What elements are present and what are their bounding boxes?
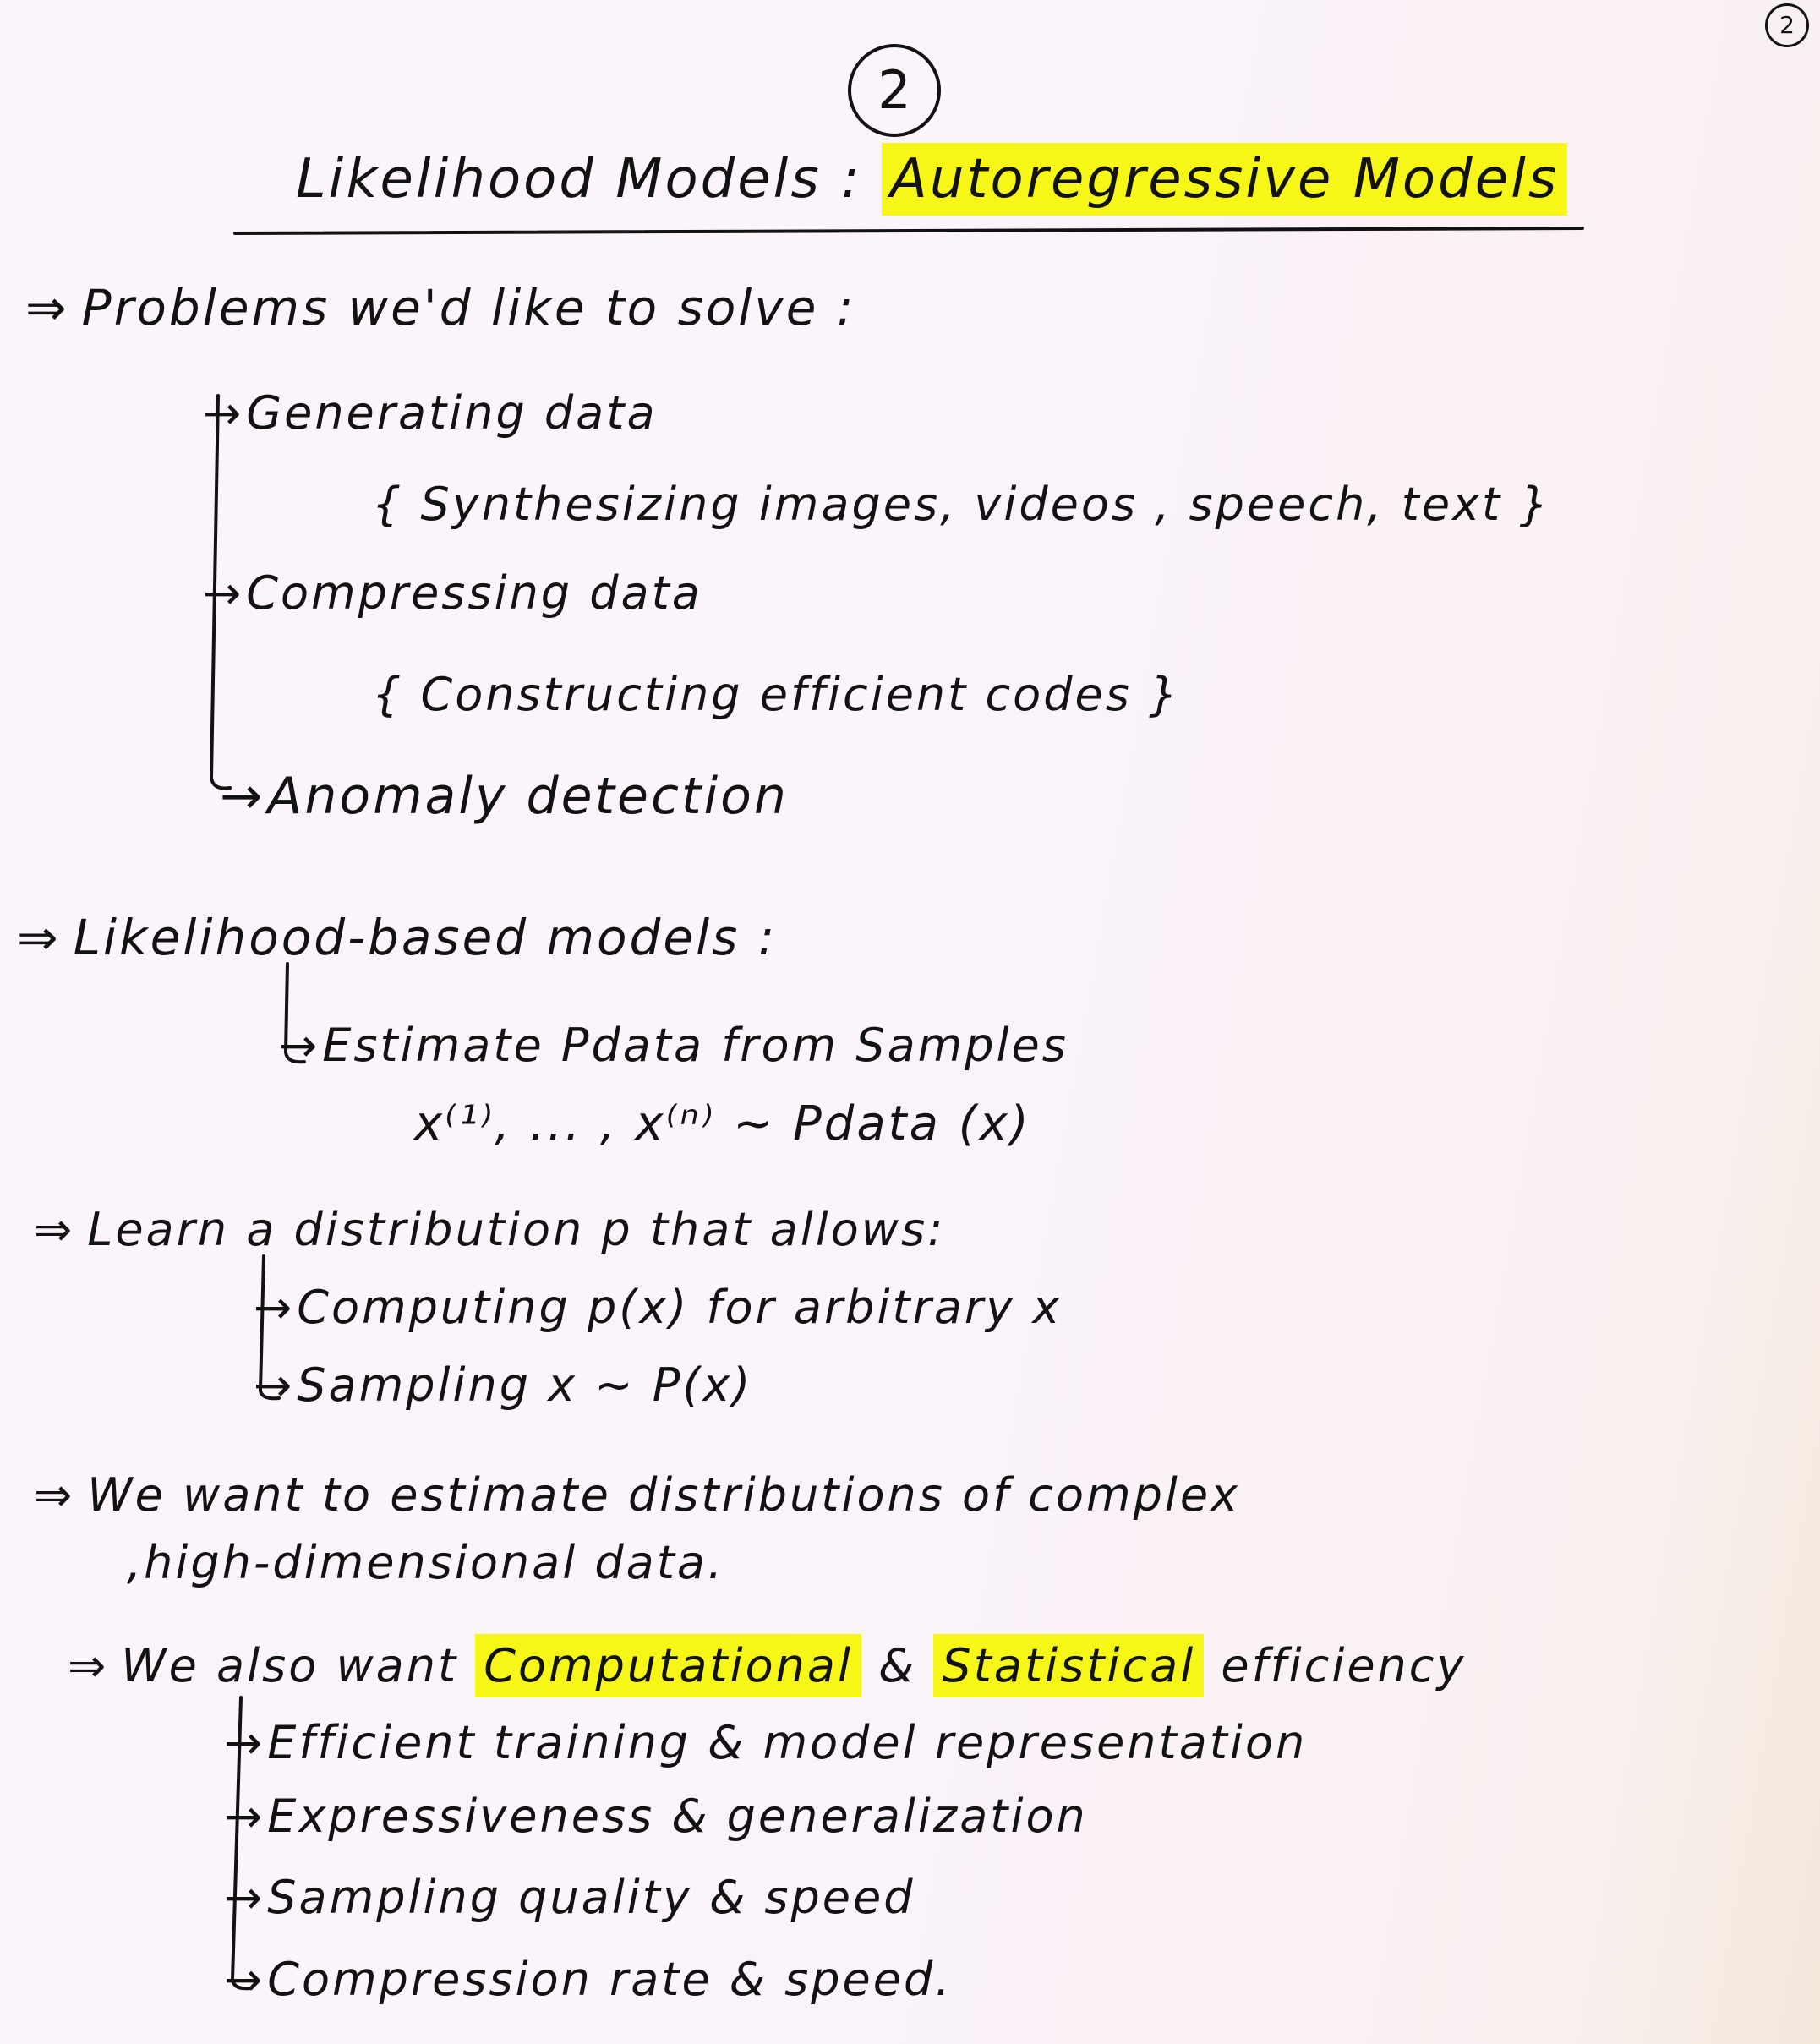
efficiency-item-sampling: →Sampling quality & speed (224, 1875, 915, 1921)
arrow-icon: → (203, 386, 242, 440)
implies-icon: ⇒ (34, 1203, 73, 1256)
problems-heading: ⇒Problems we'd like to solve : (25, 283, 855, 332)
problem-label: Anomaly detection (267, 767, 789, 826)
implies-icon: ⇒ (34, 1468, 73, 1522)
arrow-icon: → (203, 566, 242, 620)
implies-icon: ⇒ (68, 1639, 107, 1692)
highlight-computational: Computational (475, 1634, 861, 1697)
title-highlight: Autoregressive Models (882, 143, 1568, 216)
arrow-icon: → (224, 1871, 263, 1924)
problem-label: Compressing data (246, 566, 702, 620)
efficiency-item-text: Efficient training & model representatio… (267, 1716, 1308, 1769)
arrow-icon: → (224, 1953, 263, 2006)
want-estimate-line-2: ,high-dimensional data. (127, 1536, 725, 1589)
efficiency-item-text: Compression rate & speed. (267, 1953, 953, 2006)
learn-item-sampling: →Sampling x ~ P(x) (254, 1363, 752, 1408)
problems-heading-text: Problems we'd like to solve : (81, 279, 856, 336)
efficiency-item-text: Sampling quality & speed (267, 1871, 915, 1924)
likelihood-heading-text: Likelihood-based models : (73, 909, 778, 966)
likelihood-estimate-text: Estimate Pdata from Samples (322, 1019, 1068, 1072)
learn-heading: ⇒Learn a distribution p that allows: (34, 1207, 945, 1253)
arrow-icon: → (220, 767, 263, 826)
want-estimate-text: We want to estimate distributions of com… (87, 1468, 1241, 1522)
also-want-heading: ⇒ We also want Computational & Statistica… (68, 1634, 1466, 1697)
problem-label: Generating data (246, 386, 658, 440)
learn-bracket (258, 1254, 281, 1401)
highlight-statistical: Statistical (933, 1634, 1205, 1697)
problems-bracket (209, 394, 232, 790)
learn-item-computing: →Computing p(x) for arbitrary x (254, 1285, 1062, 1331)
also-want-prefix: We also want (121, 1639, 459, 1692)
problem-item-anomaly: →Anomaly detection (220, 771, 789, 822)
arrow-icon: → (224, 1716, 263, 1769)
learn-heading-text: Learn a distribution p that allows: (87, 1203, 946, 1256)
problem-item-generating: →Generating data (203, 391, 658, 436)
also-want-connector: & (878, 1639, 917, 1692)
arrow-icon: → (224, 1790, 263, 1843)
efficiency-item-text: Expressiveness & generalization (267, 1790, 1088, 1843)
likelihood-formula: x⁽¹⁾, ... , x⁽ⁿ⁾ ~ Pdata (x) (414, 1096, 1031, 1151)
page-number-badge: 2 (1765, 3, 1809, 47)
section-number-badge: 2 (848, 44, 941, 137)
arrow-icon: → (279, 1019, 318, 1072)
also-want-suffix: efficiency (1221, 1639, 1467, 1692)
likelihood-bracket (283, 962, 306, 1064)
title-prefix: Likelihood Models : (296, 148, 862, 210)
title-underline (233, 227, 1584, 235)
problem-detail-generating: { Synthesizing images, videos , speech, … (372, 478, 1551, 531)
likelihood-estimate: →Estimate Pdata from Samples (279, 1023, 1068, 1068)
problem-detail-compressing: { Constructing efficient codes } (372, 668, 1181, 721)
efficiency-bracket (230, 1696, 252, 1991)
likelihood-heading: ⇒Likelihood-based models : (17, 913, 777, 962)
arrow-icon: → (254, 1358, 292, 1412)
efficiency-item-training: →Efficient training & model representati… (224, 1720, 1307, 1766)
arrow-icon: → (254, 1281, 292, 1334)
learn-item-text: Computing p(x) for arbitrary x (297, 1281, 1063, 1334)
efficiency-item-expressiveness: →Expressiveness & generalization (224, 1794, 1088, 1839)
want-estimate-line-1: ⇒We want to estimate distributions of co… (34, 1473, 1240, 1518)
problem-item-compressing: →Compressing data (203, 571, 702, 616)
page-title: Likelihood Models : Autoregressive Model… (296, 143, 1568, 216)
implies-icon: ⇒ (17, 909, 58, 966)
learn-item-text: Sampling x ~ P(x) (297, 1358, 753, 1412)
implies-icon: ⇒ (25, 279, 67, 336)
efficiency-item-compression: →Compression rate & speed. (224, 1957, 952, 2003)
